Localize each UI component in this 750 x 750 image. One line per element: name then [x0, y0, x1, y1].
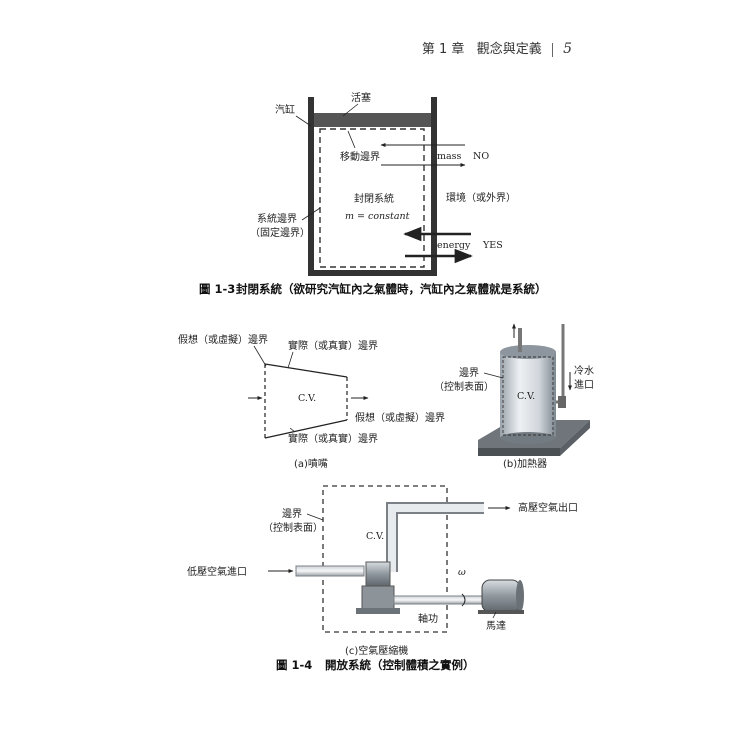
compressor-control-surface-label: （控制表面） — [263, 521, 323, 534]
compressor-cv-label: C.V. — [366, 531, 384, 542]
inlet-label: 進口 — [574, 379, 594, 391]
heater-inlet-valve — [558, 396, 566, 408]
heater-base-front — [478, 448, 560, 456]
system-boundary-leader — [301, 207, 321, 221]
mass-label: mass — [437, 151, 462, 162]
nozzle-real-boundary-bottom: 實際（或真實）邊界 — [288, 432, 378, 445]
compressor-boundary-label: 邊界 — [282, 507, 302, 520]
system-boundary-dashed — [319, 128, 425, 268]
outlet-pipe-shell — [386, 502, 484, 572]
mass-no-label: NO — [473, 151, 489, 162]
figure-1-4a-nozzle: C.V. 假想（或虛擬）邊界 實際（或真實）邊界 假想（或虛擬）邊界 實際（或真… — [178, 333, 445, 470]
inlet-pipe — [295, 565, 365, 577]
figure-1-4-number: 圖 1-4 — [276, 658, 312, 672]
low-pressure-inlet-label: 低壓空氣進口 — [187, 565, 247, 578]
nozzle-caption: (a)噴嘴 — [294, 458, 328, 470]
piston-label: 活塞 — [351, 91, 371, 104]
cold-water-label: 冷水 — [574, 364, 594, 377]
heater-inlet-pipe — [556, 324, 565, 404]
outlet-pipe-core — [388, 504, 484, 572]
heater-cv-label: C.V. — [517, 391, 535, 402]
surroundings-label: 環境（或外界） — [446, 191, 516, 204]
figure-1-3: 活塞 汽缸 移動邊界 封閉系統 m = constant 系統邊界 （固定邊界）… — [199, 91, 547, 296]
compressor-caption: (c)空氣壓縮機 — [345, 644, 408, 657]
motor-leader — [492, 611, 497, 619]
nozzle-real-boundary-top: 實際（或真實）邊界 — [288, 339, 378, 352]
running-header: 第 1 章 觀念與定義 5 — [422, 38, 572, 57]
heater-tank-top — [500, 345, 556, 359]
motor-body — [481, 579, 521, 613]
energy-label: energy — [437, 240, 471, 251]
omega-label: ω — [458, 567, 466, 578]
moving-boundary-leader — [347, 130, 356, 149]
energy-yes-label: YES — [482, 240, 503, 251]
nozzle-real-bottom-leader — [289, 427, 296, 433]
cylinder-label: 汽缸 — [275, 103, 295, 116]
motor-base — [478, 610, 524, 614]
heater-control-surface — [502, 356, 554, 436]
nozzle-wall-bottom — [264, 419, 348, 439]
figure-1-4c-compressor: C.V. 邊界 （控制表面） 高壓空氣出口 低壓空氣進口 ω 軸功 馬達 (c)… — [187, 485, 578, 672]
heater-caption: (b)加熱器 — [503, 457, 547, 470]
page-number: 5 — [563, 41, 572, 57]
figure-1-4-caption: 開放系統（控制體積之實例） — [325, 658, 475, 672]
figure-1-3-number: 圖 1-3 — [199, 282, 235, 296]
heater-control-surface-label: （控制表面） — [434, 380, 494, 393]
nozzle-imaginary-boundary-right: 假想（或虛擬）邊界 — [355, 411, 445, 424]
high-pressure-outlet-label: 高壓空氣出口 — [518, 501, 578, 514]
motor-label: 馬達 — [486, 620, 506, 632]
mass-constant-label: m = constant — [345, 211, 410, 222]
nozzle-real-top-leader — [287, 351, 294, 369]
heater-boundary-leader — [483, 372, 504, 379]
drive-shaft — [393, 595, 483, 605]
fixed-boundary-label: （固定邊界） — [250, 226, 310, 239]
closed-system-label: 封閉系統 — [354, 192, 394, 205]
compressor-boundary-leader — [306, 513, 324, 521]
nozzle-cv-label: C.V. — [298, 393, 316, 404]
heater-base-side — [560, 420, 590, 456]
shaft-work-label: 軸功 — [418, 612, 438, 625]
nozzle-wall-top — [264, 363, 348, 378]
heater-outlet-pipe — [518, 328, 522, 352]
heater-boundary-label: 邊界 — [459, 366, 479, 379]
motor-end-cap — [516, 580, 524, 612]
compressor-head — [365, 561, 391, 587]
chapter-number: 第 1 章 — [421, 42, 465, 57]
moving-boundary-label: 移動邊界 — [340, 150, 380, 163]
piston-leader — [342, 103, 359, 117]
cylinder-leader — [295, 115, 312, 127]
figure-1-4b-heater: C.V. 邊界 （控制表面） 冷水 進口 (b)加熱器 — [434, 323, 594, 470]
header-divider — [551, 42, 553, 57]
compressor-base — [356, 608, 400, 614]
chapter-title: 觀念與定義 — [476, 42, 542, 57]
rotation-indicator — [461, 593, 466, 607]
heater-tank-bottom — [500, 432, 556, 444]
heater-tank-body — [500, 352, 556, 438]
compressor-body — [361, 585, 395, 611]
figure-1-3-caption: 封閉系統（欲研究汽缸內之氣體時，汽缸內之氣體就是系統） — [236, 282, 547, 296]
cylinder-wall — [308, 97, 437, 276]
system-boundary-label: 系統邊界 — [257, 212, 297, 225]
nozzle-imag-top-leader — [253, 345, 267, 367]
nozzle-imaginary-boundary-top: 假想（或虛擬）邊界 — [178, 333, 268, 346]
piston-block — [314, 113, 431, 127]
